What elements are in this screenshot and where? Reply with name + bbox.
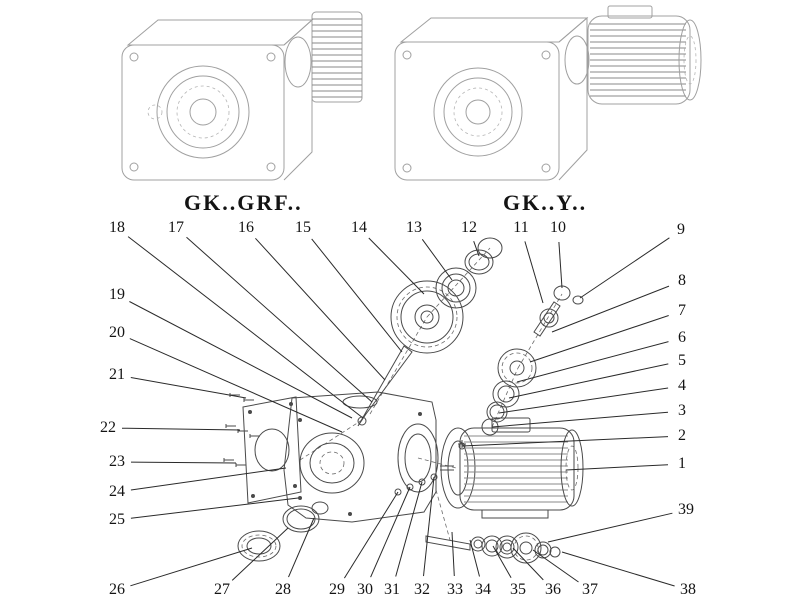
part-number-34: 34	[475, 581, 491, 598]
leader-line-30	[370, 486, 411, 578]
leader-line-3	[491, 411, 669, 428]
leader-line-39	[547, 512, 673, 543]
part-number-19: 19	[109, 286, 125, 303]
part-number-20: 20	[109, 324, 125, 341]
part-number-5: 5	[678, 352, 686, 369]
part-number-39: 39	[678, 501, 694, 518]
part-number-3: 3	[678, 402, 686, 419]
leader-line-19	[129, 301, 353, 419]
gearbox-y-drawing	[394, 5, 702, 181]
part-number-24: 24	[109, 483, 125, 500]
leader-line-10	[558, 241, 563, 289]
part-number-6: 6	[678, 329, 686, 346]
leader-line-12	[473, 241, 480, 257]
part-number-17: 17	[168, 219, 184, 236]
part-number-21: 21	[109, 366, 125, 383]
part-number-29: 29	[329, 581, 345, 598]
leader-line-23	[130, 461, 237, 464]
leader-line-7	[529, 315, 669, 363]
part-number-33: 33	[447, 581, 463, 598]
part-number-9: 9	[677, 221, 685, 238]
model-label-y: GK..Y..	[503, 190, 588, 215]
part-number-12: 12	[461, 219, 477, 236]
leader-lines	[121, 236, 675, 587]
model-label-grf: GK..GRF..	[184, 190, 303, 215]
leader-line-38	[561, 551, 675, 587]
part-number-14: 14	[351, 219, 367, 236]
leader-line-36	[512, 547, 544, 581]
leader-line-31	[395, 481, 423, 577]
part-number-10: 10	[550, 219, 566, 236]
leader-line-15	[311, 238, 403, 353]
leader-line-34	[469, 539, 480, 577]
pinion-stack-drawing	[481, 285, 584, 436]
leader-line-5	[508, 363, 669, 399]
leader-line-28	[288, 517, 315, 578]
part-number-37: 37	[582, 581, 598, 598]
leader-line-9	[579, 237, 670, 299]
leader-line-6	[516, 341, 669, 383]
leader-line-16	[255, 237, 386, 381]
part-number-8: 8	[678, 272, 686, 289]
housing-drawing	[283, 391, 439, 523]
part-number-26: 26	[109, 581, 125, 598]
part-number-31: 31	[384, 581, 400, 598]
part-number-4: 4	[678, 377, 686, 394]
gearbox-grf-drawing	[121, 11, 363, 181]
part-number-13: 13	[406, 219, 422, 236]
part-number-32: 32	[414, 581, 430, 598]
leader-line-32	[423, 476, 435, 577]
leader-line-26	[130, 547, 253, 587]
part-number-15: 15	[295, 219, 311, 236]
leader-line-18	[127, 236, 364, 419]
leader-line-1	[565, 464, 669, 471]
leader-line-24	[130, 467, 287, 491]
motor-drawing	[440, 417, 584, 519]
leader-line-11	[524, 241, 544, 304]
leader-line-33	[451, 531, 455, 577]
leader-line-4	[498, 387, 669, 414]
leader-line-13	[421, 239, 453, 281]
part-number-36: 36	[545, 581, 561, 598]
part-number-23: 23	[109, 453, 125, 470]
part-number-22: 22	[100, 419, 116, 436]
part-number-27: 27	[214, 581, 230, 598]
part-number-38: 38	[680, 581, 696, 598]
input-gear-stack-drawing	[357, 237, 503, 427]
part-number-1: 1	[678, 455, 686, 472]
leader-line-25	[130, 497, 299, 519]
part-number-11: 11	[513, 219, 529, 236]
part-number-16: 16	[238, 219, 254, 236]
leader-line-22	[121, 427, 241, 431]
leader-line-37	[532, 549, 579, 583]
part-number-30: 30	[357, 581, 373, 598]
part-number-2: 2	[678, 427, 686, 444]
leader-line-35	[492, 545, 512, 579]
part-number-18: 18	[109, 219, 125, 236]
leader-line-17	[186, 236, 373, 403]
leader-line-8	[551, 285, 670, 333]
leader-line-27	[231, 527, 289, 581]
part-number-7: 7	[678, 302, 686, 319]
leader-line-14	[368, 237, 425, 295]
part-number-35: 35	[510, 581, 526, 598]
leader-line-2	[461, 436, 669, 447]
part-number-25: 25	[109, 511, 125, 528]
motor-assembled-drawing	[587, 5, 702, 105]
part-number-28: 28	[275, 581, 291, 598]
leader-line-21	[130, 377, 247, 399]
output-shaft-parts-drawing	[425, 532, 561, 564]
bearing-rings-drawing	[237, 442, 466, 562]
leader-line-29	[343, 491, 399, 579]
cover-plate-drawing	[242, 396, 302, 504]
leader-line-20	[129, 338, 343, 433]
